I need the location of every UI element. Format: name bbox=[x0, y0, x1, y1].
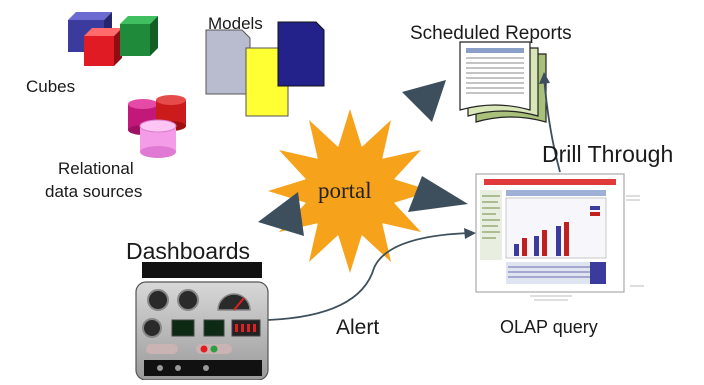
sun-icon bbox=[268, 109, 432, 273]
portal-label: portal bbox=[318, 178, 372, 203]
relational-label-line2: data sources bbox=[45, 182, 143, 201]
arrow-to-olap bbox=[408, 176, 468, 212]
drill-through-label: Drill Through bbox=[542, 141, 674, 167]
alert-arrow bbox=[267, 232, 471, 321]
drill-through-arrow bbox=[543, 75, 561, 173]
cubes-label: Cubes bbox=[26, 77, 76, 96]
documents-icon bbox=[205, 21, 325, 117]
alert-label: Alert bbox=[336, 316, 380, 339]
arrow-from-dashboards bbox=[258, 192, 304, 236]
dashboard-panel-icon bbox=[135, 262, 269, 381]
olap-screenshot-icon bbox=[475, 173, 644, 301]
relational-label-line1: Relational bbox=[58, 159, 134, 178]
arrow-to-reports bbox=[402, 80, 446, 122]
dashboards-label: Dashboards bbox=[126, 238, 251, 264]
cubes-icon bbox=[68, 12, 158, 66]
scheduled-reports-label: Scheduled Reports bbox=[410, 23, 572, 44]
report-stack-icon bbox=[459, 41, 547, 123]
olap-query-label: OLAP query bbox=[500, 317, 598, 337]
models-label: Models bbox=[208, 14, 263, 33]
database-cylinders-icon bbox=[128, 95, 186, 158]
